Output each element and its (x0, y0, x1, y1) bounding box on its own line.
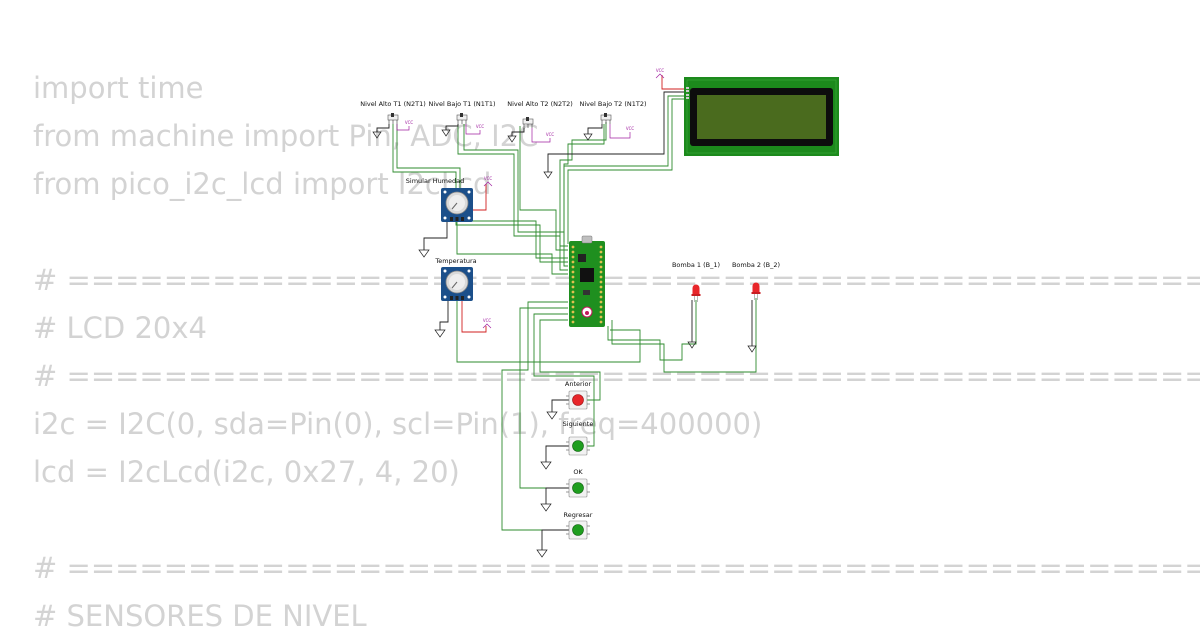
ground-icon (747, 345, 757, 353)
code-line: from machine import Pin, ADC, I2C (33, 119, 539, 153)
ground-icon (418, 249, 430, 258)
led-label: Bomba 1 (B_1) (672, 261, 720, 269)
lcd-pins (686, 87, 689, 99)
slide-switch[interactable]: Nivel Bajo T2 (N1T2) VCC (579, 100, 647, 141)
button-label: Regresar (564, 511, 593, 519)
potentiometer[interactable]: Simular Humedad (406, 177, 473, 222)
potentiometer[interactable]: Temperatura (434, 257, 477, 301)
code-line: # ======================================… (33, 551, 1200, 585)
code-line: # LCD 20x4 (33, 311, 207, 345)
vcc-label: VCC (626, 126, 635, 131)
ground-icon (543, 171, 553, 179)
vcc-label: VCC (483, 318, 492, 323)
potentiometer-label: Temperatura (434, 257, 476, 265)
button-label: OK (573, 468, 583, 476)
switch-label: Nivel Bajo T1 (N1T1) (428, 100, 495, 108)
led: Bomba 2 (B_2) (732, 261, 780, 300)
lcd-display (684, 77, 839, 156)
led-label: Bomba 2 (B_2) (732, 261, 780, 269)
vcc-marker: VCC (483, 176, 493, 187)
slide-switch[interactable]: Nivel Alto T1 (N2T1) VCC (360, 100, 426, 139)
vcc-label: VCC (656, 68, 665, 73)
ground-icon (536, 549, 548, 558)
code-line: # SENSORES DE NIVEL (33, 599, 367, 633)
code-line: # ======================================… (33, 263, 1200, 297)
switch-label: Nivel Alto T1 (N2T1) (360, 100, 426, 108)
vcc-label: VCC (476, 124, 485, 129)
ground-icon (540, 461, 552, 470)
code-line: i2c = I2C(0, sda=Pin(0), scl=Pin(1), fre… (33, 407, 763, 441)
slide-switch[interactable]: Nivel Bajo T1 (N1T1) VCC (428, 100, 496, 137)
push-button-regresar[interactable]: Regresar (564, 511, 593, 540)
code-line: import time (33, 71, 204, 105)
wires (392, 75, 757, 550)
switch-label: Nivel Alto T2 (N2T2) (507, 100, 573, 108)
push-button-siguiente[interactable]: Siguiente (563, 420, 594, 456)
vcc-label: VCC (405, 120, 414, 125)
vcc-label: VCC (546, 132, 555, 137)
ground-icon (540, 503, 552, 512)
code-line: lcd = I2cLcd(i2c, 0x27, 4, 20) (33, 455, 460, 489)
switch-label: Nivel Bajo T2 (N1T2) (579, 100, 646, 108)
pico-board (569, 235, 605, 327)
button-label: Anterior (565, 380, 592, 388)
push-button-ok[interactable]: OK (566, 468, 590, 498)
ground-icon (687, 341, 697, 349)
potentiometer-label: Simular Humedad (406, 177, 464, 185)
code-line: from pico_i2c_lcd import I2cLcd (33, 167, 492, 201)
vcc-marker: VCC (482, 318, 492, 329)
vcc-marker: VCC (655, 68, 665, 79)
slide-switch[interactable]: Nivel Alto T2 (N2T2) VCC (507, 100, 573, 143)
ground-icon (546, 411, 558, 420)
code-line: # ======================================… (33, 359, 1200, 393)
vcc-label: VCC (484, 176, 493, 181)
ground-icon (434, 329, 446, 338)
pico-pins-right (599, 245, 603, 324)
pico-pins-left (571, 245, 575, 324)
push-button-anterior[interactable]: Anterior (565, 380, 592, 410)
button-label: Siguiente (563, 420, 594, 428)
led: Bomba 1 (B_1) (672, 261, 720, 302)
